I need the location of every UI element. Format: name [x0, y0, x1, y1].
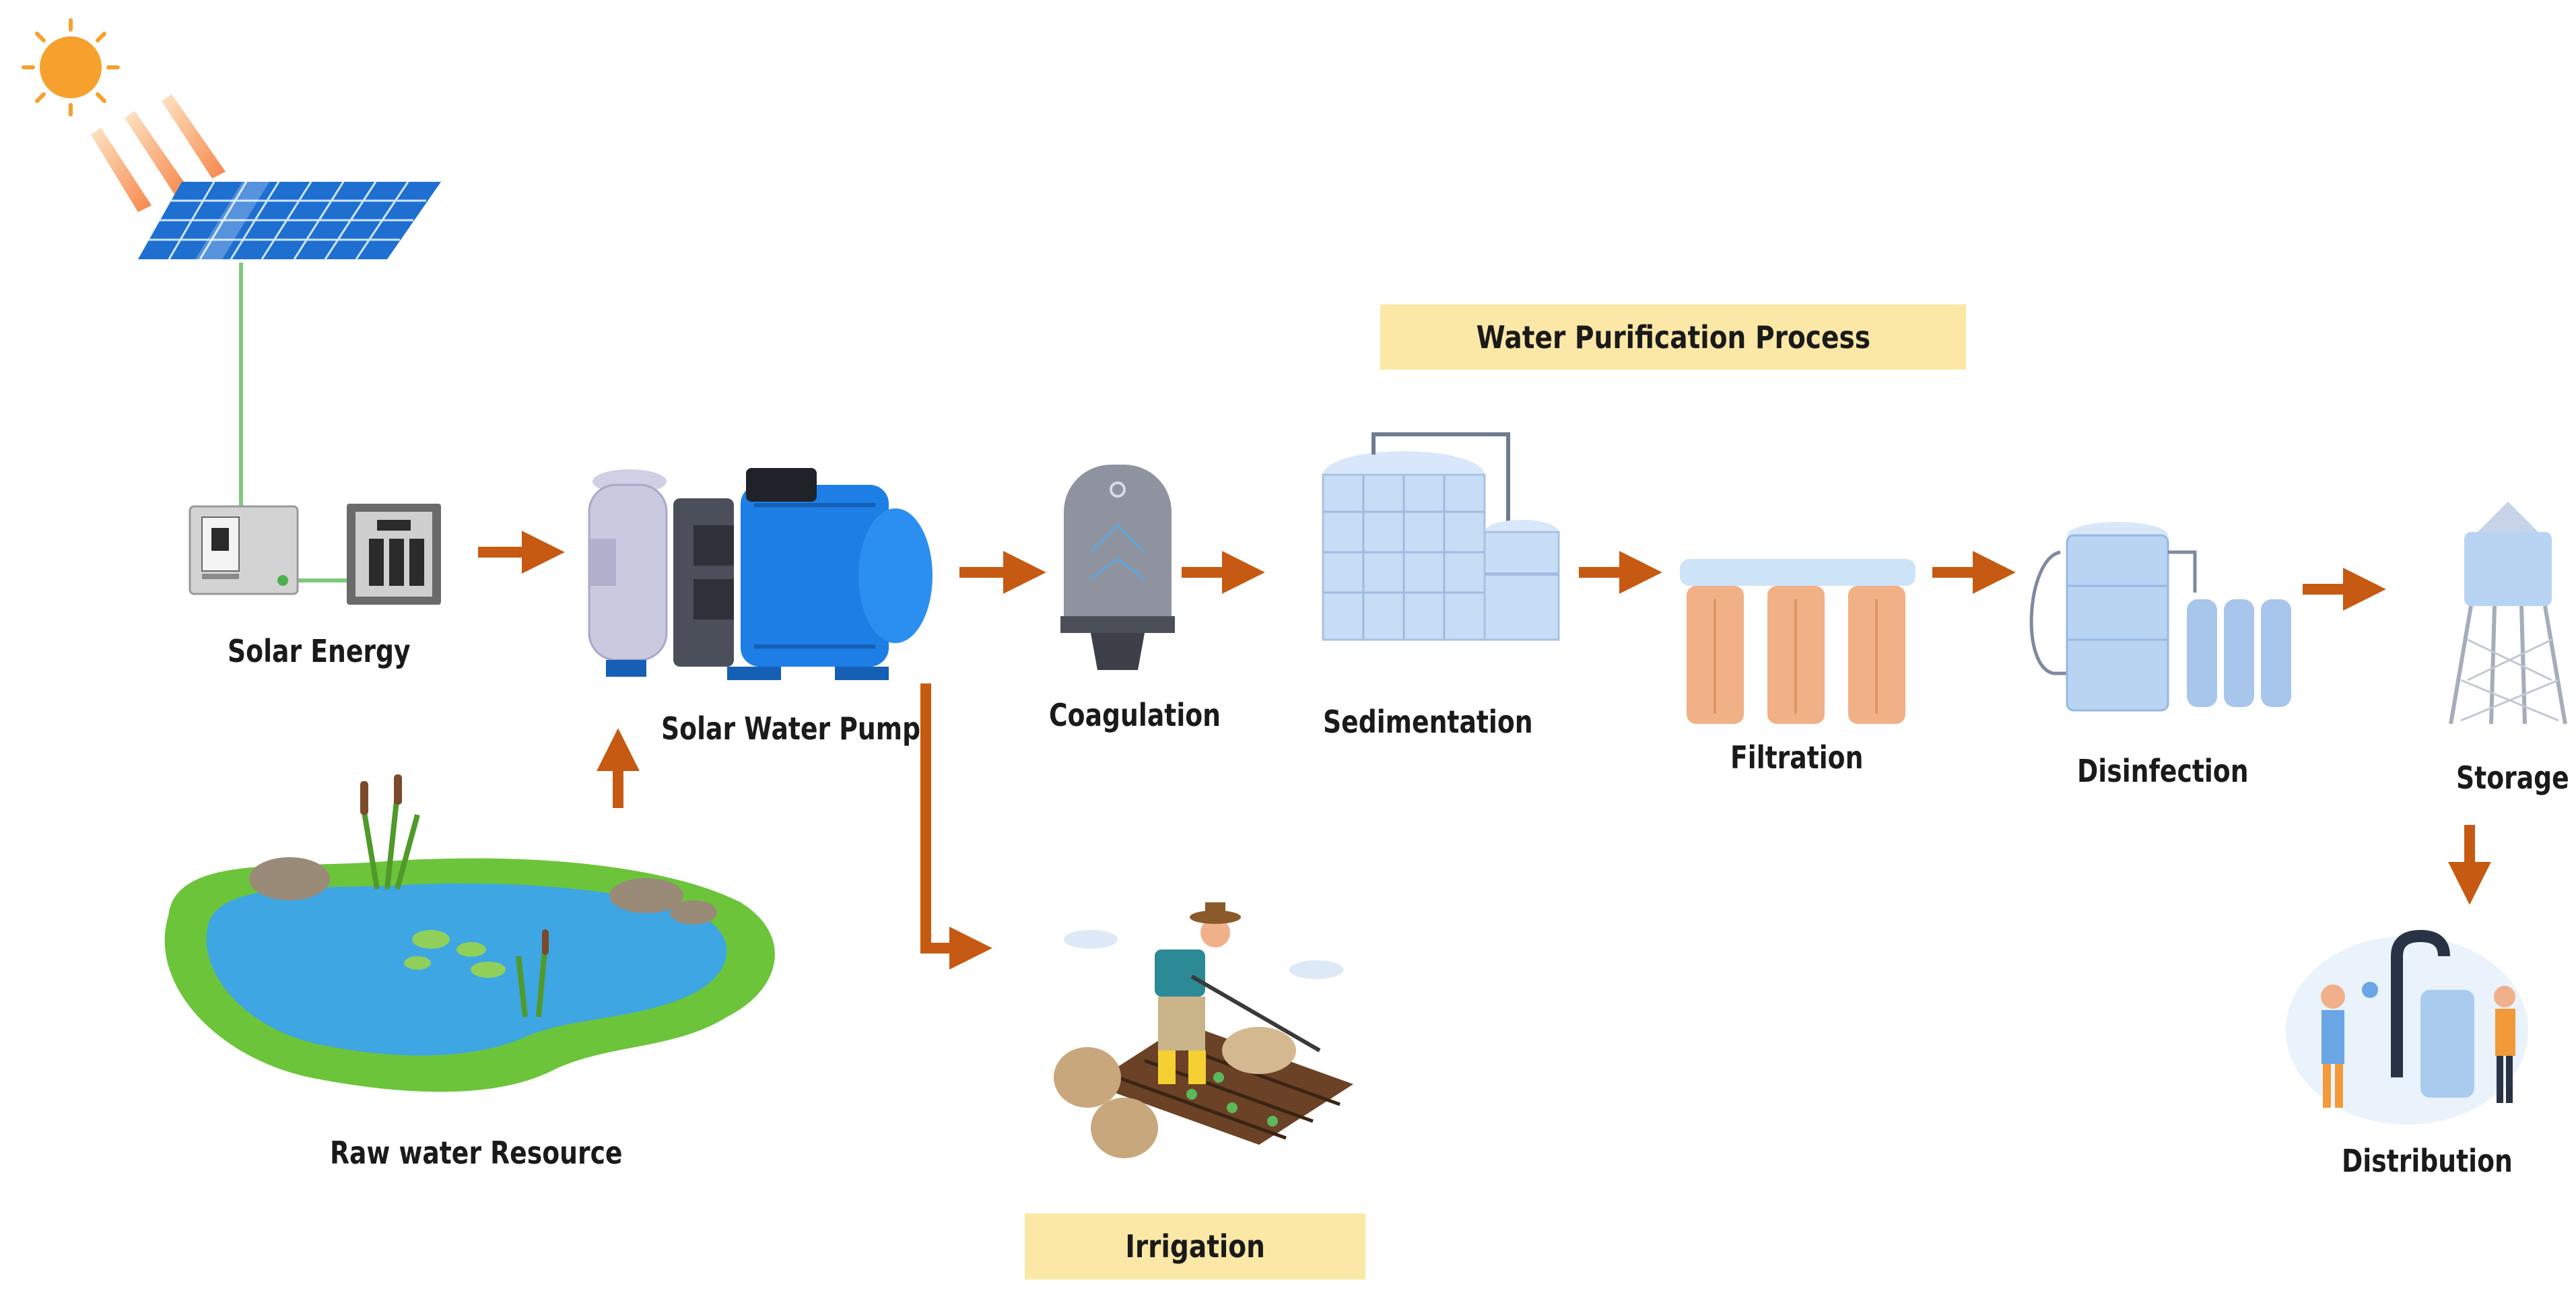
arrow-pump-to-irrigation	[920, 683, 992, 970]
distribution-label: Distribution	[2342, 1143, 2513, 1179]
irrigation-banner-label: Irrigation	[1125, 1228, 1265, 1265]
solar-panel-icon	[138, 181, 441, 260]
flow-arrows	[478, 531, 2491, 970]
solar-energy-label: Solar Energy	[228, 633, 411, 669]
disinfection-label: Disinfection	[2077, 753, 2249, 789]
control-box-icon	[347, 504, 441, 605]
sun-icon	[22, 18, 120, 116]
disinfection-unit-icon	[2029, 522, 2291, 712]
sedimentation-label: Sedimentation	[1323, 704, 1533, 740]
solar-water-pump-label: Solar Water Pump	[661, 710, 921, 747]
inverter-icon	[189, 505, 299, 595]
sun-rays-icon	[91, 94, 226, 212]
irrigation-farmer-icon	[1054, 902, 1353, 1158]
pond-icon	[164, 774, 775, 1092]
purification-process-label: Water Purification Process	[1476, 319, 1870, 356]
coagulation-label: Coagulation	[1049, 697, 1221, 733]
water-tower-icon	[2449, 502, 2567, 725]
storage-label: Storage	[2456, 760, 2569, 796]
coagulation-tank-icon	[1060, 465, 1175, 670]
filtration-unit-icon	[1680, 559, 1916, 724]
distribution-icon	[2286, 929, 2528, 1125]
raw-water-resource-label: Raw water Resource	[330, 1135, 623, 1171]
purification-process-banner: Water Purification Process	[1380, 304, 1966, 370]
solar-water-pump-icon	[588, 468, 933, 680]
irrigation-banner: Irrigation	[1025, 1213, 1365, 1279]
filtration-label: Filtration	[1730, 739, 1864, 776]
sedimentation-tanks-icon	[1322, 432, 1560, 641]
